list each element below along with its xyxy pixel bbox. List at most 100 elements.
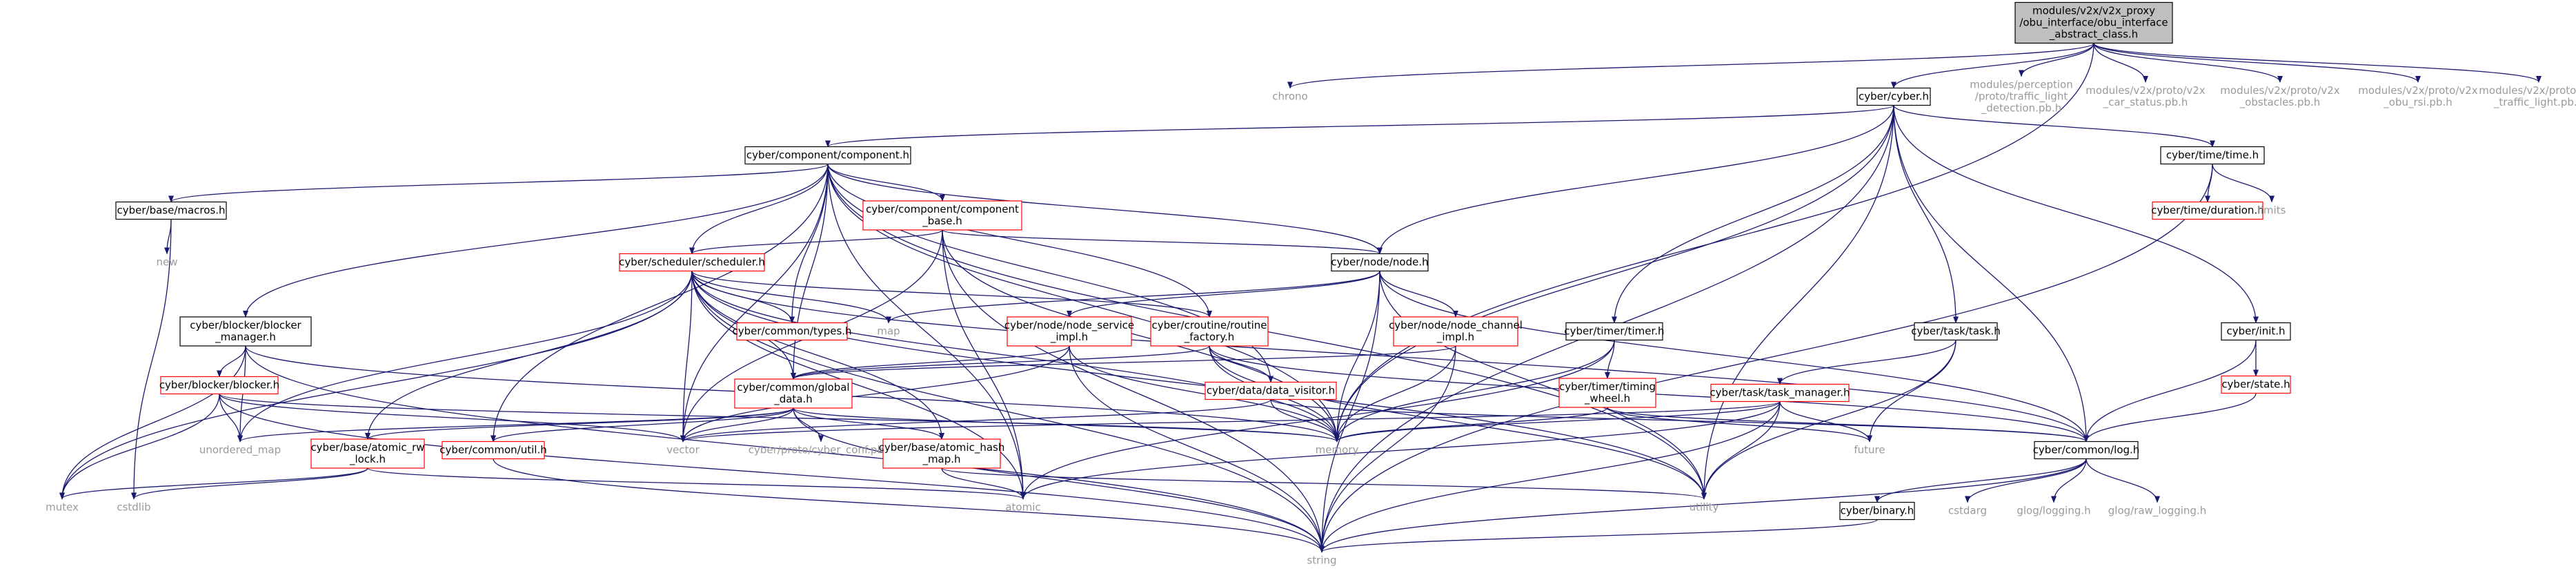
node-label: cstdarg bbox=[1948, 505, 1987, 517]
node-box-node-h bbox=[1331, 253, 1429, 272]
node-routine-factory[interactable]: cyber/croutine/routine_factory.h bbox=[1150, 316, 1269, 347]
node-time-h[interactable]: cyber/time/time.h bbox=[2160, 146, 2265, 165]
edge-root-to-obu_rsi bbox=[2093, 43, 2421, 83]
node-task-h[interactable]: cyber/task/task.h bbox=[1911, 322, 2001, 341]
node-label: modules/v2x/proto/v2x bbox=[2220, 84, 2340, 97]
node-scheduler-h[interactable]: cyber/scheduler/scheduler.h bbox=[619, 253, 765, 272]
edge-component_base-to-memory bbox=[942, 229, 1340, 443]
node-label: new bbox=[156, 256, 177, 269]
edge-node_service_impl-to-vector bbox=[680, 345, 1070, 443]
edge-atomic_rw_lock-to-atomic bbox=[367, 467, 1026, 500]
node-label: _lock.h bbox=[349, 453, 386, 466]
node-blocker-h[interactable]: cyber/blocker/blocker.h bbox=[159, 376, 279, 395]
node-duration-h[interactable]: cyber/time/duration.h bbox=[2151, 201, 2264, 220]
node-label: _data.h bbox=[773, 393, 813, 406]
node-component-base[interactable]: cyber/component/component_base.h bbox=[862, 200, 1022, 231]
node-cyber-h[interactable]: cyber/cyber.h bbox=[1856, 87, 1931, 106]
node-box-duration-h bbox=[2152, 201, 2263, 220]
node-blocker-manager[interactable]: cyber/blocker/blocker_manager.h bbox=[179, 316, 312, 347]
node-label: cyber/proto/cyber_conf.pb.h bbox=[749, 444, 894, 457]
node-label: cyber/blocker/blocker.h bbox=[159, 379, 279, 391]
node-timing-wheel[interactable]: cyber/timer/timing_wheel.h bbox=[1558, 378, 1656, 408]
edge-task_h-to-utility bbox=[1701, 340, 1956, 500]
edge-component_base-to-string bbox=[942, 229, 1325, 553]
edge-blocker_manager-to-blocker_h bbox=[217, 345, 246, 378]
node-map: map bbox=[877, 325, 900, 338]
node-label: cyber/task/task.h bbox=[1911, 325, 2001, 338]
edge-scheduler_h-to-unordered_map bbox=[237, 271, 693, 443]
node-label: _car_status.pb.h bbox=[2103, 96, 2188, 109]
node-data-visitor[interactable]: cyber/data/data_visitor.h bbox=[1205, 381, 1337, 400]
node-common-types[interactable]: cyber/common/types.h bbox=[732, 322, 852, 341]
edge-scheduler_h-to-vector bbox=[680, 271, 693, 443]
edge-component_base-to-scheduler_h bbox=[689, 229, 943, 255]
node-label: _impl.h bbox=[1050, 331, 1088, 344]
node-label: cyber/base/atomic_rw bbox=[310, 441, 424, 454]
edge-component_h-to-component_base bbox=[827, 164, 945, 202]
node-label: cstdlib bbox=[117, 501, 150, 514]
node-task-manager[interactable]: cyber/task/task_manager.h bbox=[1710, 383, 1850, 403]
node-label: cyber/cyber.h bbox=[1859, 90, 1929, 103]
node-box-timing-wheel bbox=[1558, 378, 1656, 408]
node-traffic-light-pb: modules/v2x/proto/v2x_traffic_light.pb.h bbox=[2479, 84, 2576, 109]
edges-layer bbox=[59, 42, 2542, 553]
node-node-service-impl[interactable]: cyber/node/node_service_impl.h bbox=[1004, 316, 1134, 347]
edge-cyber_h-to-time_h bbox=[1893, 105, 2215, 148]
node-state-h[interactable]: cyber/state.h bbox=[2221, 375, 2291, 394]
node-timer-h[interactable]: cyber/timer/timer.h bbox=[1564, 322, 1665, 341]
edge-node_channel_impl-to-memory bbox=[1334, 345, 1456, 443]
node-label: cyber/croutine/routine bbox=[1151, 319, 1267, 331]
edge-timing_wheel-to-memory bbox=[1334, 407, 1608, 443]
node-box-blocker-manager bbox=[179, 316, 312, 347]
node-label: cyber/timer/timer.h bbox=[1564, 325, 1664, 338]
node-atomic-rw-lock[interactable]: cyber/base/atomic_rw_lock.h bbox=[310, 438, 425, 469]
node-label: _impl.h bbox=[1436, 331, 1474, 344]
node-label: string bbox=[1307, 554, 1336, 567]
node-label: cyber/scheduler/scheduler.h bbox=[619, 256, 765, 269]
node-util-h[interactable]: cyber/common/util.h bbox=[439, 441, 547, 460]
edge-timer_h-to-memory bbox=[1334, 340, 1615, 443]
node-macros-h[interactable]: cyber/base/macros.h bbox=[115, 201, 227, 220]
edge-node_h-to-memory bbox=[1334, 271, 1380, 443]
edge-task_manager-to-memory bbox=[1334, 400, 1781, 443]
node-box-binary-h bbox=[1839, 501, 1915, 521]
node-component-h[interactable]: cyber/component/component.h bbox=[744, 146, 911, 165]
node-node-channel-impl[interactable]: cyber/node/node_channel_impl.h bbox=[1389, 316, 1523, 347]
edge-scheduler_h-to-log_h bbox=[691, 271, 2089, 443]
node-label: /obu_interface/obu_interface bbox=[2019, 17, 2168, 30]
node-label: unordered_map bbox=[199, 444, 281, 457]
edge-macros_h-to-cstdlib bbox=[131, 219, 172, 500]
edge-atomic_rw_lock-to-mutex bbox=[59, 467, 368, 500]
node-future: future bbox=[1854, 444, 1885, 456]
node-global-data[interactable]: cyber/common/global_data.h bbox=[734, 378, 853, 409]
edge-root-to-obstacles bbox=[2093, 43, 2283, 83]
node-label: _manager.h bbox=[215, 331, 276, 344]
node-box-node-service-impl bbox=[1007, 316, 1132, 347]
node-atomic-hash-map[interactable]: cyber/base/atomic_hash_map.h bbox=[879, 438, 1005, 469]
node-label: cyber/task/task_manager.h bbox=[1710, 387, 1850, 400]
node-box-time-h bbox=[2160, 146, 2265, 165]
edge-time_h-to-string bbox=[1319, 164, 2213, 553]
edge-component_h-to-macros_h bbox=[168, 163, 829, 203]
node-box-routine-factory bbox=[1150, 316, 1269, 347]
edge-task_manager-to-future bbox=[1779, 401, 1872, 443]
edge-root-to-traffic_light_pb bbox=[2093, 42, 2542, 83]
node-label: limits bbox=[2258, 204, 2286, 217]
edge-component_h-to-common_types bbox=[789, 164, 829, 324]
node-box-init-h bbox=[2221, 322, 2291, 341]
edge-timing_wheel-to-log_h bbox=[1607, 407, 2089, 443]
node-log-h[interactable]: cyber/common/log.h bbox=[2033, 441, 2140, 460]
node-label: _traffic_light.pb.h bbox=[2493, 96, 2576, 109]
node-node-h[interactable]: cyber/node/node.h bbox=[1331, 253, 1429, 272]
node-binary-h[interactable]: cyber/binary.h bbox=[1839, 501, 1915, 521]
edge-task_manager-to-vector bbox=[680, 400, 1781, 443]
edge-log_h-to-glog_raw bbox=[2085, 458, 2160, 503]
node-label: cyber/common/global bbox=[737, 381, 849, 394]
edge-scheduler_h-to-routine_factory bbox=[691, 270, 1212, 318]
node-label: modules/v2x/proto/v2x bbox=[2358, 84, 2478, 97]
node-chrono: chrono bbox=[1272, 90, 1307, 103]
node-init-h[interactable]: cyber/init.h bbox=[2221, 322, 2291, 341]
node-label: future bbox=[1854, 444, 1885, 456]
node-cstdarg: cstdarg bbox=[1948, 505, 1987, 517]
